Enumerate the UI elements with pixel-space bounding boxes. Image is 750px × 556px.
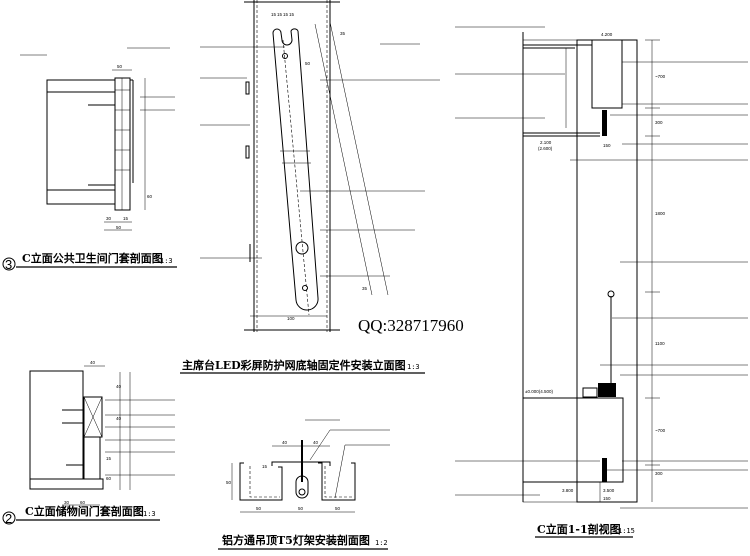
drawing-title: C立面1-1剖视图 <box>537 522 621 536</box>
dim-label: 300 <box>655 471 663 476</box>
drawing-title: 主席台LED彩屏防护网底轴固定件安装立面图 <box>182 358 406 372</box>
drawing-door-frame-wc: 50 30 15 50 60 3 C立面公共卫生间门套剖面图 1:3 <box>2 47 177 272</box>
drawing-scale: 1:3 <box>407 363 420 371</box>
dim-label: 50 <box>256 506 262 511</box>
dim-label: 1800 <box>655 211 666 216</box>
drawing-scale: 1:3 <box>143 510 156 518</box>
dim-label: 50 <box>226 480 232 485</box>
dim-label: 50 <box>335 506 341 511</box>
dim-label: 50 <box>117 64 123 69</box>
dim-label: 150 <box>603 143 611 148</box>
level-mark: 4.200 <box>601 32 613 37</box>
drawing-title: C立面储物间门套剖面图 <box>25 504 144 518</box>
dim-label: 40 <box>90 360 96 365</box>
dim-label: 15 <box>289 12 295 17</box>
dim-label: 15 <box>106 456 112 461</box>
drawing-led-screen-bracket: 15 15 15 15 50 100 35 35 主席台LED彩屏防护网底轴固定… <box>180 0 440 374</box>
dim-label: 40 <box>116 384 122 389</box>
drawing-door-frame-storage: 40 40 30 60 15 60 40 2 C立面储物间门套剖面图 1:3 <box>2 360 175 526</box>
level-mark: 2.100 <box>540 140 552 145</box>
drawing-title: 铝方通吊顶T5灯架安装剖面图 <box>222 533 370 547</box>
dim-label: 100 <box>287 316 295 321</box>
drawing-section-1-1: ~700 300 1800 1100 ~700 300 150 150 4.20… <box>455 26 748 538</box>
level-mark: (2.600) <box>538 146 553 151</box>
drawing-t5-light-frame: 40 40 50 50 50 50 15 铝方通吊顶T5灯架安装剖面图 1:2 <box>218 419 390 550</box>
detail-number: 3 <box>5 257 12 272</box>
dim-label: 15 <box>271 12 277 17</box>
level-mark: 3.500 <box>603 488 615 493</box>
dim-label: 150 <box>603 496 611 501</box>
dim-label: 40 <box>313 440 319 445</box>
dim-label: 50 <box>305 61 311 66</box>
dim-label: 300 <box>655 120 663 125</box>
dim-label: 35 <box>362 286 368 291</box>
dim-label: 30 <box>64 500 70 505</box>
dim-label: 50 <box>116 225 122 230</box>
dim-label: 50 <box>298 506 304 511</box>
drawing-scale: 1:15 <box>618 527 635 535</box>
dim-label: 1100 <box>655 341 665 346</box>
dim-label: 60 <box>80 500 86 505</box>
dim-label: 15 <box>123 216 129 221</box>
drawing-scale: 1:2 <box>375 539 388 547</box>
drawing-title: C立面公共卫生间门套剖面图 <box>22 251 163 265</box>
dim-label: 15 <box>262 464 268 469</box>
dim-label: 40 <box>282 440 288 445</box>
watermark: QQ:328717960 <box>358 316 464 335</box>
level-mark: 3.800 <box>562 488 574 493</box>
dim-label: 15 <box>283 12 289 17</box>
detail-number: 2 <box>5 511 12 526</box>
dim-label: 35 <box>340 31 346 36</box>
dim-label: 60 <box>106 476 112 481</box>
level-mark: ±0.000(4.500) <box>525 389 553 394</box>
drawing-scale: 1:3 <box>160 257 173 265</box>
detail-number-circle <box>2 511 16 525</box>
dim-label: 40 <box>116 416 122 421</box>
detail-number-circle <box>2 257 16 271</box>
dim-label: 15 <box>277 12 283 17</box>
dim-label: ~700 <box>655 74 666 79</box>
dim-label: 30 <box>106 216 112 221</box>
dim-label: ~700 <box>655 428 666 433</box>
dim-label: 60 <box>147 194 153 199</box>
